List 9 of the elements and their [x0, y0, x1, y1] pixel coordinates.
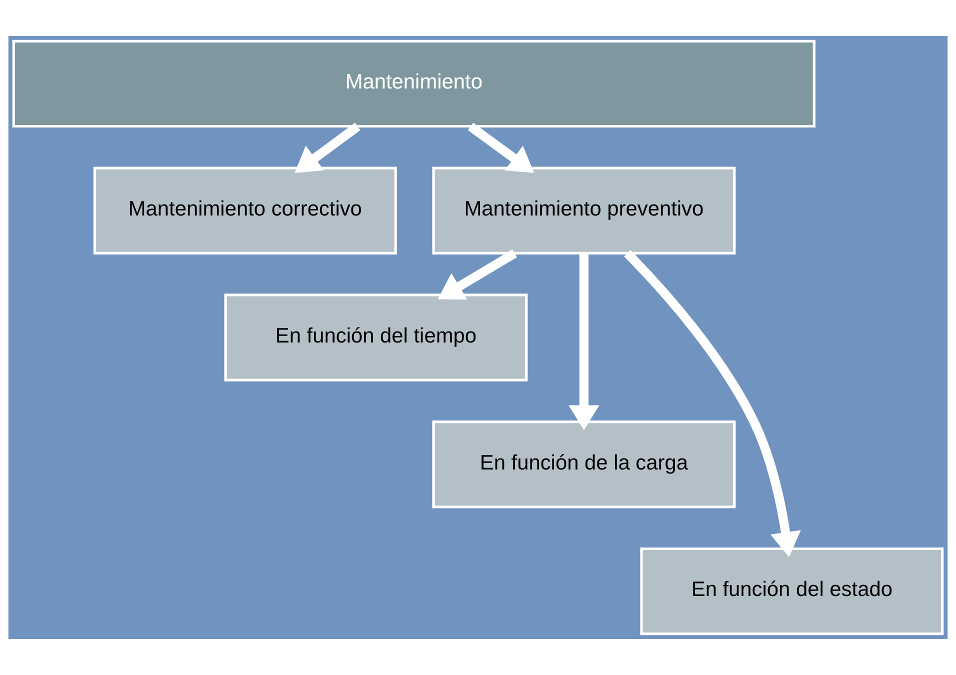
node-box: Mantenimiento correctivo	[93, 166, 397, 254]
node-box: En función del estado	[640, 547, 944, 636]
node-box: Mantenimiento	[12, 40, 816, 128]
node-box: Mantenimiento preventivo	[432, 166, 736, 254]
arrow	[568, 253, 600, 430]
node-box: En función del tiempo	[224, 294, 528, 382]
arrow	[438, 249, 518, 300]
arrow	[624, 250, 801, 558]
node-box: En función de la carga	[432, 420, 736, 508]
